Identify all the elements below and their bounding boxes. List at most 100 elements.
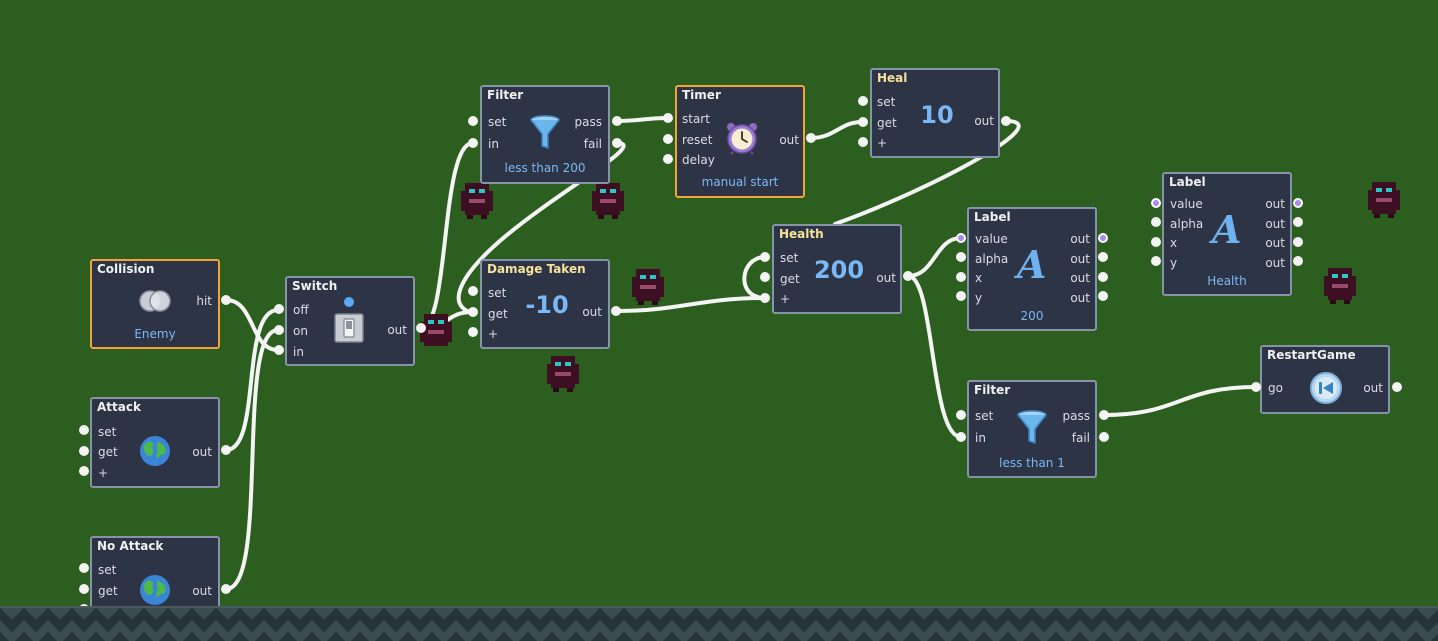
port-label-get: get [98, 584, 118, 598]
port-heal-set[interactable] [858, 96, 868, 106]
port-label1-alpha[interactable] [956, 252, 966, 262]
port-label-set: set [877, 95, 896, 109]
node-title: RestartGame [1267, 348, 1356, 362]
funnel-icon [1017, 410, 1047, 444]
port-label2-out-4[interactable] [1293, 256, 1303, 266]
port-label1-out-3[interactable] [1098, 272, 1108, 282]
wire-attack-switch [224, 308, 280, 452]
port-attack-set[interactable] [79, 425, 89, 435]
port-label-set: set [98, 425, 117, 439]
port-collision-hit[interactable] [221, 295, 231, 305]
attack-node[interactable]: Attack set get + out [90, 397, 220, 488]
funnel-icon [530, 115, 560, 149]
port-label1-y[interactable] [956, 291, 966, 301]
switch-node[interactable]: Switch off on in out [285, 276, 415, 366]
port-filter1-pass[interactable] [612, 116, 622, 126]
port-restart-out[interactable] [1392, 382, 1402, 392]
filter-node-1[interactable]: Filter set in pass fail less than 200 [480, 85, 610, 184]
damage-taken-node[interactable]: Damage Taken set get + -10 out [480, 259, 610, 349]
port-label1-value[interactable] [956, 233, 966, 243]
port-timer-out[interactable] [806, 133, 816, 143]
port-switch-out[interactable] [416, 323, 426, 333]
port-label2-out-3[interactable] [1293, 237, 1303, 247]
port-label2-out-2[interactable] [1293, 217, 1303, 227]
port-label-out: out [1265, 256, 1285, 270]
port-timer-reset[interactable] [663, 134, 673, 144]
port-attack-plus[interactable] [79, 466, 89, 476]
port-label2-out-1[interactable] [1293, 198, 1303, 208]
port-attack-out[interactable] [221, 445, 231, 455]
port-label1-x[interactable] [956, 272, 966, 282]
enemy-sprite [547, 356, 579, 392]
wire-filter-pass-timer [615, 116, 670, 123]
filter-node-2[interactable]: Filter set in pass fail less than 1 [967, 380, 1097, 478]
port-filter2-pass[interactable] [1099, 410, 1109, 420]
port-noattack-set[interactable] [79, 563, 89, 573]
port-filter2-set[interactable] [956, 410, 966, 420]
port-label-out: out [1265, 197, 1285, 211]
port-label2-x[interactable] [1151, 237, 1161, 247]
health-node[interactable]: Health set get + 200 out [772, 224, 902, 314]
port-attack-get[interactable] [79, 446, 89, 456]
collision-node[interactable]: Collision hit Enemy [90, 259, 220, 349]
node-title: Timer [682, 88, 721, 102]
port-filter1-fail[interactable] [612, 138, 622, 148]
port-label2-y[interactable] [1151, 256, 1161, 266]
node-title: Filter [487, 88, 524, 102]
port-health-set[interactable] [760, 252, 770, 262]
port-label1-out-1[interactable] [1098, 233, 1108, 243]
port-label-plus: + [98, 466, 109, 480]
port-label-out: out [1070, 232, 1090, 246]
node-title: Label [974, 210, 1011, 224]
port-label-get: get [780, 272, 800, 286]
alarm-clock-icon [727, 123, 757, 155]
letter-a-icon: A [1212, 207, 1242, 252]
port-label-out: out [582, 305, 602, 319]
switch-state-indicator [344, 297, 354, 307]
port-switch-in[interactable] [274, 345, 284, 355]
port-label2-value[interactable] [1151, 198, 1161, 208]
heal-node[interactable]: Heal set get + 10 out [870, 68, 1000, 158]
port-damage-set[interactable] [468, 286, 478, 296]
port-heal-out[interactable] [1001, 116, 1011, 126]
port-damage-out[interactable] [611, 306, 621, 316]
port-label-plus: + [780, 292, 791, 306]
port-damage-plus[interactable] [468, 327, 478, 337]
port-label-on: on [293, 324, 308, 338]
port-label1-out-2[interactable] [1098, 252, 1108, 262]
port-filter2-fail[interactable] [1099, 432, 1109, 442]
node-title: Collision [97, 262, 155, 276]
overlap-circles-icon [139, 290, 171, 312]
port-health-get[interactable] [760, 272, 770, 282]
port-timer-delay[interactable] [663, 154, 673, 164]
port-switch-on[interactable] [274, 325, 284, 335]
toggle-switch-icon [334, 313, 364, 343]
timer-node[interactable]: Timer start reset delay out manual start [675, 85, 805, 198]
port-label-out: out [1070, 252, 1090, 266]
port-health-plus[interactable] [760, 293, 770, 303]
port-filter1-set[interactable] [468, 116, 478, 126]
label-node-1[interactable]: Label value alpha x y A out out out out … [967, 207, 1097, 331]
node-title: No Attack [97, 539, 164, 553]
port-filter2-in[interactable] [956, 432, 966, 442]
port-label-out: out [974, 114, 994, 128]
label-node-2[interactable]: Label value alpha x y A out out out out … [1162, 172, 1292, 296]
restart-game-node[interactable]: RestartGame go out [1260, 345, 1390, 414]
port-heal-get[interactable] [858, 117, 868, 127]
port-label-hit: hit [196, 294, 212, 308]
port-label-y: y [975, 291, 983, 305]
port-health-out[interactable] [903, 271, 913, 281]
port-label-out: out [1070, 271, 1090, 285]
port-timer-start[interactable] [663, 113, 673, 123]
port-label1-out-4[interactable] [1098, 291, 1108, 301]
port-label2-alpha[interactable] [1151, 217, 1161, 227]
port-noattack-out[interactable] [221, 584, 231, 594]
port-switch-off[interactable] [274, 304, 284, 314]
port-noattack-get[interactable] [79, 584, 89, 594]
port-filter1-in[interactable] [468, 138, 478, 148]
port-damage-get[interactable] [468, 307, 478, 317]
port-restart-go[interactable] [1251, 382, 1261, 392]
node-title: Switch [292, 279, 338, 293]
port-heal-plus[interactable] [858, 137, 868, 147]
